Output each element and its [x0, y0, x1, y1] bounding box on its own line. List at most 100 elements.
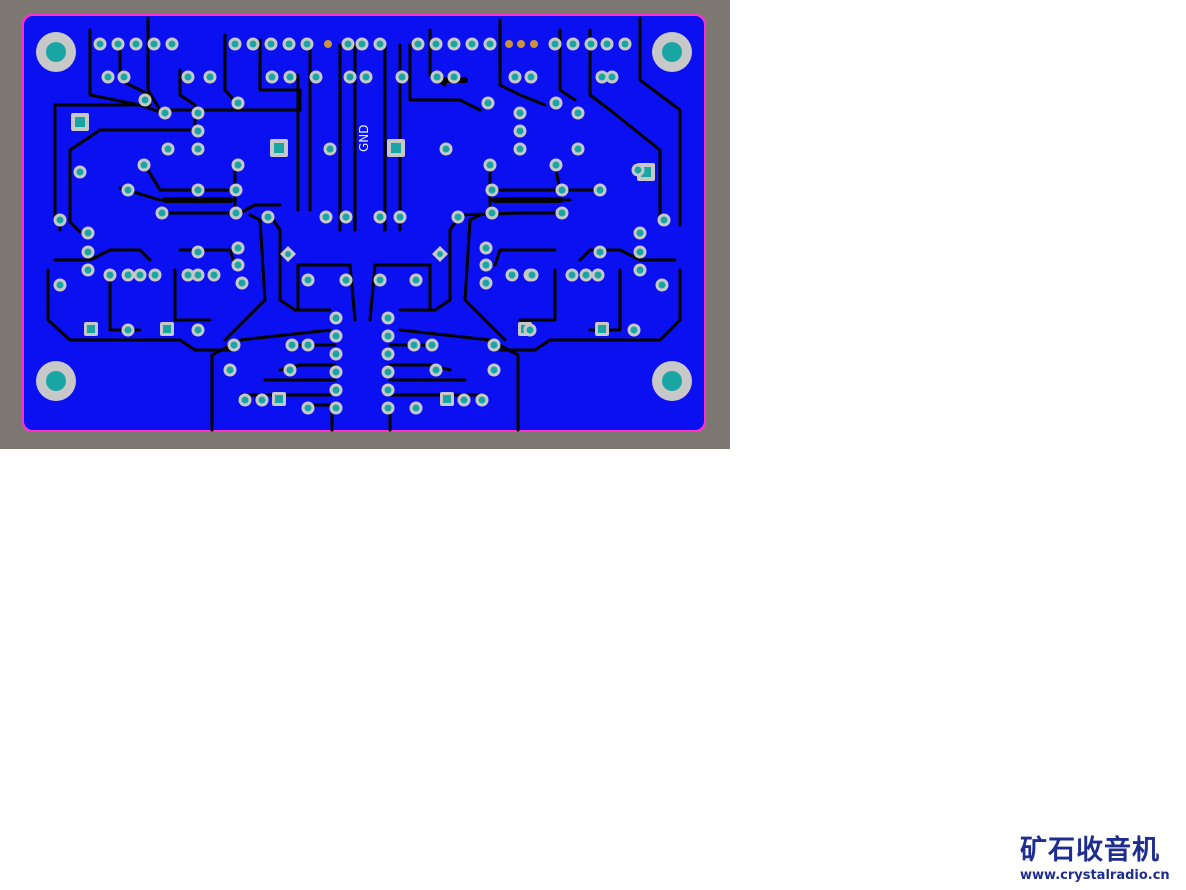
- pad-drill-hole: [516, 127, 524, 135]
- pad-drill-hole: [636, 248, 644, 256]
- pad-drill-hole: [490, 366, 498, 374]
- pad-drill-hole: [194, 271, 202, 279]
- watermark-logo-text: 矿石收音机: [1020, 835, 1160, 866]
- pcb-board: GND: [22, 14, 706, 432]
- pad-drill-hole: [136, 271, 144, 279]
- pad-drill-hole: [488, 186, 496, 194]
- pad-drill-hole: [342, 213, 350, 221]
- pad-drill-hole: [158, 209, 166, 217]
- via: [324, 40, 332, 48]
- pad-drill-hole: [384, 404, 392, 412]
- pad-drill-hole: [621, 40, 629, 48]
- pad-drill-hole: [124, 186, 132, 194]
- pad-drill-hole: [164, 145, 172, 153]
- pad-drill-hole: [238, 279, 246, 287]
- pad-drill-hole: [304, 341, 312, 349]
- mounting-holes: [36, 32, 692, 401]
- pad-drill-hole: [346, 73, 354, 81]
- pad-drill-hole: [234, 161, 242, 169]
- pad-drill-hole: [124, 271, 132, 279]
- pad-drill-hole: [234, 261, 242, 269]
- pad-drill-hole: [484, 99, 492, 107]
- pad-drill-hole: [376, 40, 384, 48]
- pad-drill-hole: [384, 314, 392, 322]
- pad-drill-hole: [558, 186, 566, 194]
- pad-drill-hole: [232, 186, 240, 194]
- pad-drill-hole: [194, 127, 202, 135]
- pad-drill-hole: [332, 350, 340, 358]
- pad-drill-hole: [234, 244, 242, 252]
- pad-drill-hole: [150, 40, 158, 48]
- trace-layer: [46, 16, 682, 432]
- pad-drill-hole: [168, 40, 176, 48]
- pad-drill-hole: [596, 248, 604, 256]
- pad-drill-hole: [658, 281, 666, 289]
- pad-drill-hole: [210, 271, 218, 279]
- pad-drill-hole: [634, 166, 642, 174]
- pad-drill-hole: [124, 326, 132, 334]
- pad-drill-hole: [636, 229, 644, 237]
- pad-drill-hole: [104, 73, 112, 81]
- pad-drill-hole: [194, 145, 202, 153]
- pad-drill-hole: [332, 368, 340, 376]
- pad-drill-hole: [230, 341, 238, 349]
- pad-drill-hole: [432, 40, 440, 48]
- pad-drill-hole: [285, 40, 293, 48]
- gnd-silkscreen-label: GND: [357, 124, 371, 152]
- via: [517, 40, 525, 48]
- pad-drill-hole: [84, 266, 92, 274]
- pad-drill-hole: [56, 216, 64, 224]
- pad-drill-hole: [384, 386, 392, 394]
- pad-drill-hole: [226, 366, 234, 374]
- pad-drill-hole: [526, 326, 534, 334]
- pad-drill-hole: [552, 99, 560, 107]
- pad-drill-hole: [482, 261, 490, 269]
- pad-drill-hole: [326, 145, 334, 153]
- pad-drill-hole: [527, 73, 535, 81]
- pad-drill-hole: [194, 109, 202, 117]
- pad-drill-hole: [478, 396, 486, 404]
- via: [505, 40, 513, 48]
- pad-drill-hole: [569, 40, 577, 48]
- square-pads: [71, 113, 655, 406]
- pad-drill-hole: [428, 341, 436, 349]
- pad-drill-hole: [574, 145, 582, 153]
- round-pads: [53, 37, 671, 415]
- pad-drill-hole: [332, 332, 340, 340]
- pad-drill-hole: [482, 279, 490, 287]
- pad-drill-hole: [432, 366, 440, 374]
- pcb-layout-view: GND: [0, 0, 730, 449]
- pad-drill-hole: [384, 332, 392, 340]
- pad-drill-hole: [184, 271, 192, 279]
- pad-drill-hole: [194, 186, 202, 194]
- pad-drill-hole: [486, 40, 494, 48]
- pad-drill-hole: [161, 109, 169, 117]
- via: [530, 40, 538, 48]
- pad-drill-hole: [332, 314, 340, 322]
- pad-drill-hole: [312, 73, 320, 81]
- pad-drill-hole: [332, 386, 340, 394]
- pad-drill-hole: [516, 145, 524, 153]
- pad-drill-hole: [582, 271, 590, 279]
- pad-drill-hole: [516, 109, 524, 117]
- pad-drill-hole: [120, 73, 128, 81]
- pad-drill-hole: [303, 40, 311, 48]
- pad-drill-hole: [508, 271, 516, 279]
- pad-drill-hole: [558, 209, 566, 217]
- pad-drill-hole: [630, 326, 638, 334]
- pad-drill-hole: [332, 404, 340, 412]
- pad-drill-hole: [454, 213, 462, 221]
- pad-drill-hole: [96, 40, 104, 48]
- pad-drill-hole: [286, 366, 294, 374]
- pad-drill-hole: [410, 341, 418, 349]
- pad-drill-hole: [151, 271, 159, 279]
- pad-drill-hole: [528, 271, 536, 279]
- pad-drill-hole: [511, 73, 519, 81]
- site-watermark: 矿石收音机 www.crystalradio.cn: [1016, 828, 1182, 886]
- pad-drill-hole: [442, 145, 450, 153]
- pad-drill-hole: [608, 73, 616, 81]
- pad-drill-hole: [114, 40, 122, 48]
- pad-drill-hole: [76, 168, 84, 176]
- pad-drill-hole: [552, 161, 560, 169]
- pad-drill-hole: [241, 396, 249, 404]
